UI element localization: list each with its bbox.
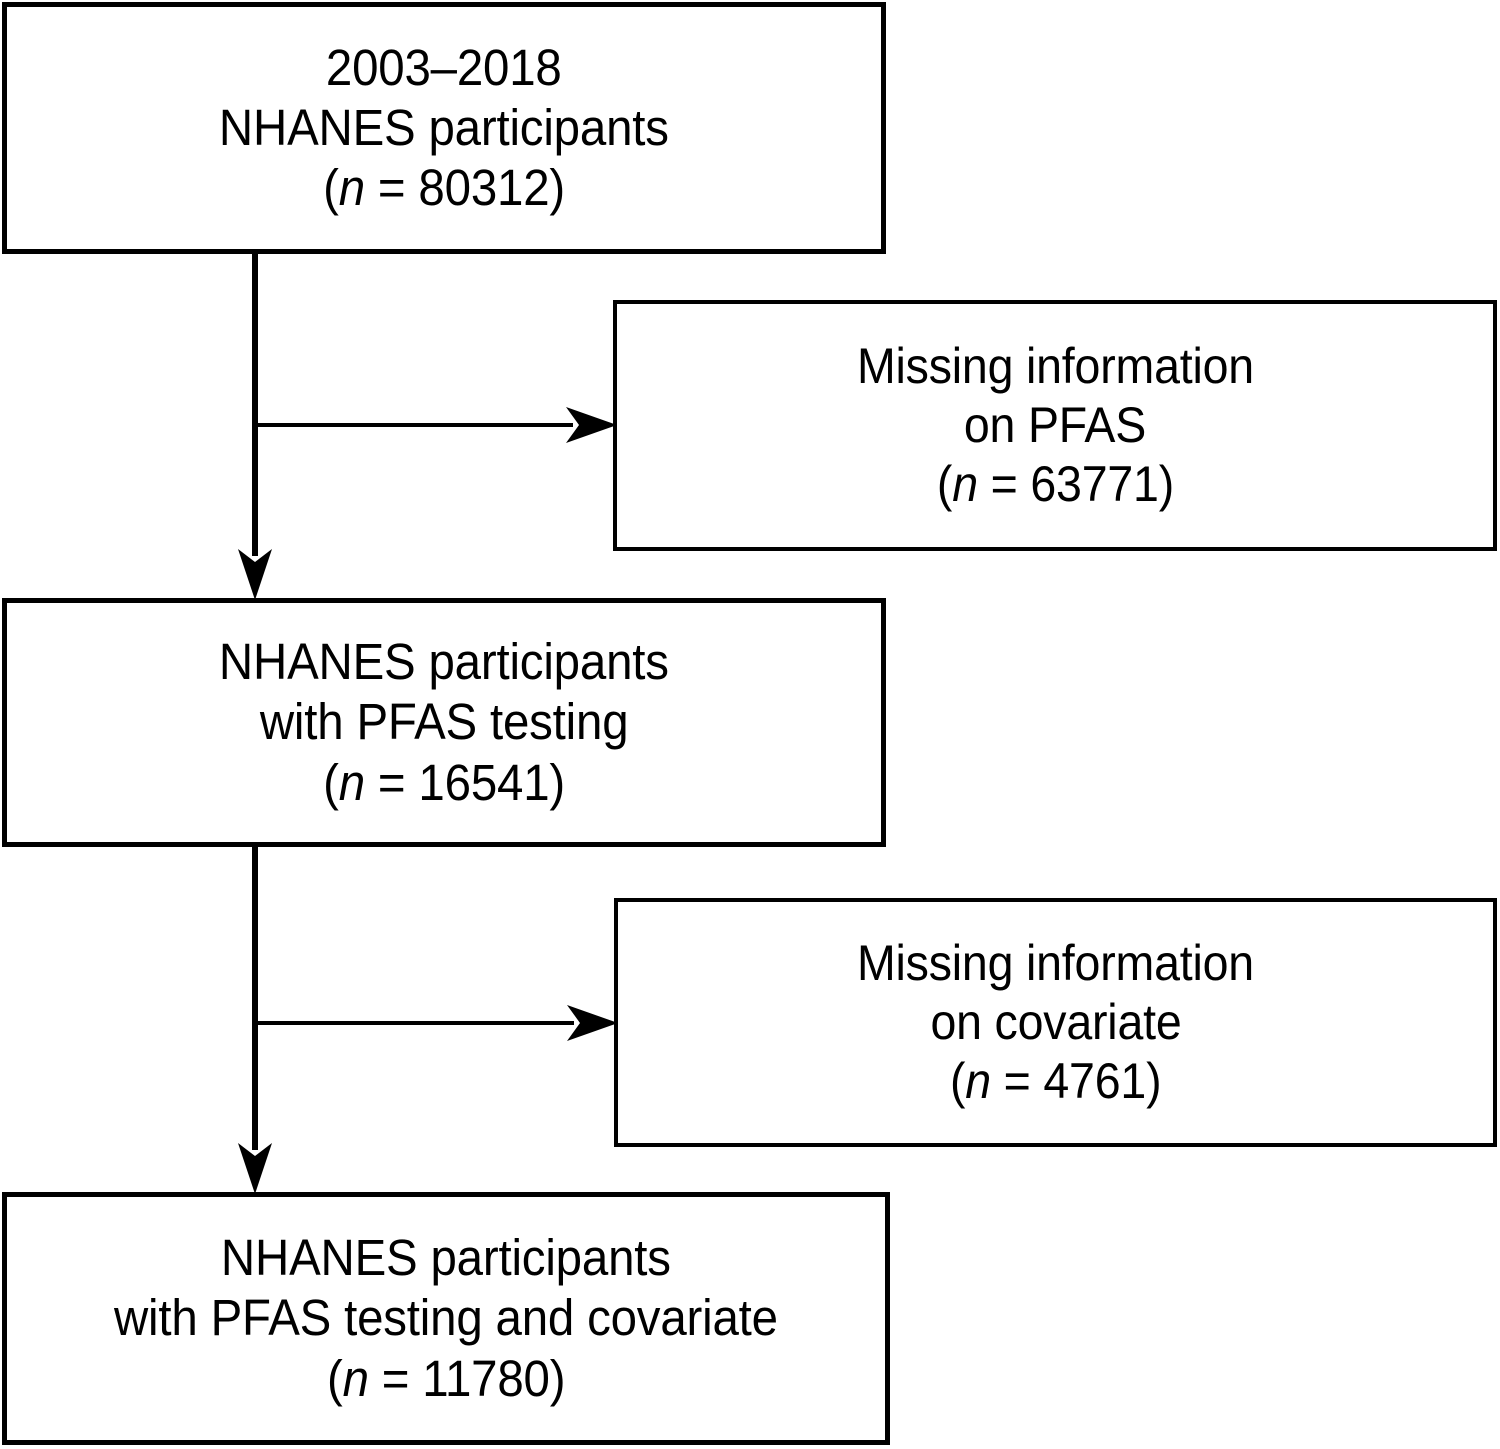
edge-pfas-tested-to-final-cohort [238,845,272,1194]
count-value: 16541 [418,753,550,811]
count-value: 4761 [1043,1053,1146,1109]
count-open-paren: ( [949,1053,966,1109]
node-excluded-covariate-line-1: Missing information [856,935,1255,991]
node-pfas-tested-line-1: NHANES participants [219,633,669,691]
count-symbol-n: n [338,753,365,811]
count-close-paren: ) [1158,456,1174,512]
node-excluded-missing-pfas: Missing information on PFAS (n = 63771) [613,300,1497,551]
count-equals: = [977,456,1030,512]
count-close-paren: ) [549,159,565,217]
node-final-cohort-count: (n = 11780) [326,1349,566,1409]
node-participants-with-pfas-testing: NHANES participants with PFAS testing (n… [2,598,886,847]
edge-source-to-pfas-tested [238,252,272,600]
count-close-paren: ) [549,1349,566,1407]
count-open-paren: ( [936,456,952,512]
count-value: 11780 [422,1349,550,1407]
node-source-line-1: 2003–2018 [326,38,562,96]
count-open-paren: ( [323,159,339,217]
count-symbol-n: n [951,456,978,512]
node-excluded-pfas-line-1: Missing information [856,338,1254,394]
node-final-analytic-cohort: NHANES participants with PFAS testing an… [2,1192,890,1445]
count-symbol-n: n [342,1349,369,1407]
count-value: 80312 [418,159,550,217]
node-source-count: (n = 80312) [323,158,565,218]
node-final-cohort-line-1: NHANES participants [221,1229,671,1287]
edge-source-to-excluded-pfas [255,407,617,443]
node-final-cohort-line-2: with PFAS testing and covariate [114,1289,778,1347]
node-excluded-covariate-line-2: on covariate [929,994,1182,1050]
count-open-paren: ( [323,753,339,811]
node-excluded-pfas-count: (n = 63771) [936,455,1173,514]
count-value: 63771 [1029,456,1159,512]
node-excluded-covariate-count: (n = 4761) [949,1052,1162,1111]
count-close-paren: ) [1145,1053,1162,1109]
node-excluded-missing-covariate: Missing information on covariate (n = 47… [614,898,1497,1147]
count-symbol-n: n [965,1053,991,1109]
node-pfas-tested-line-2: with PFAS testing [259,693,629,751]
count-equals: = [368,1349,423,1407]
node-excluded-pfas-line-2: on PFAS [963,397,1147,453]
count-open-paren: ( [326,1349,343,1407]
node-source-population: 2003–2018 NHANES participants (n = 80312… [2,2,886,254]
count-equals: = [990,1053,1044,1109]
count-close-paren: ) [549,753,565,811]
count-symbol-n: n [338,159,365,217]
count-equals: = [364,753,419,811]
node-pfas-tested-count: (n = 16541) [323,753,565,813]
edge-pfas-tested-to-excluded-covariate [255,1005,618,1041]
node-source-line-2: NHANES participants [219,98,669,156]
count-equals: = [364,159,419,217]
